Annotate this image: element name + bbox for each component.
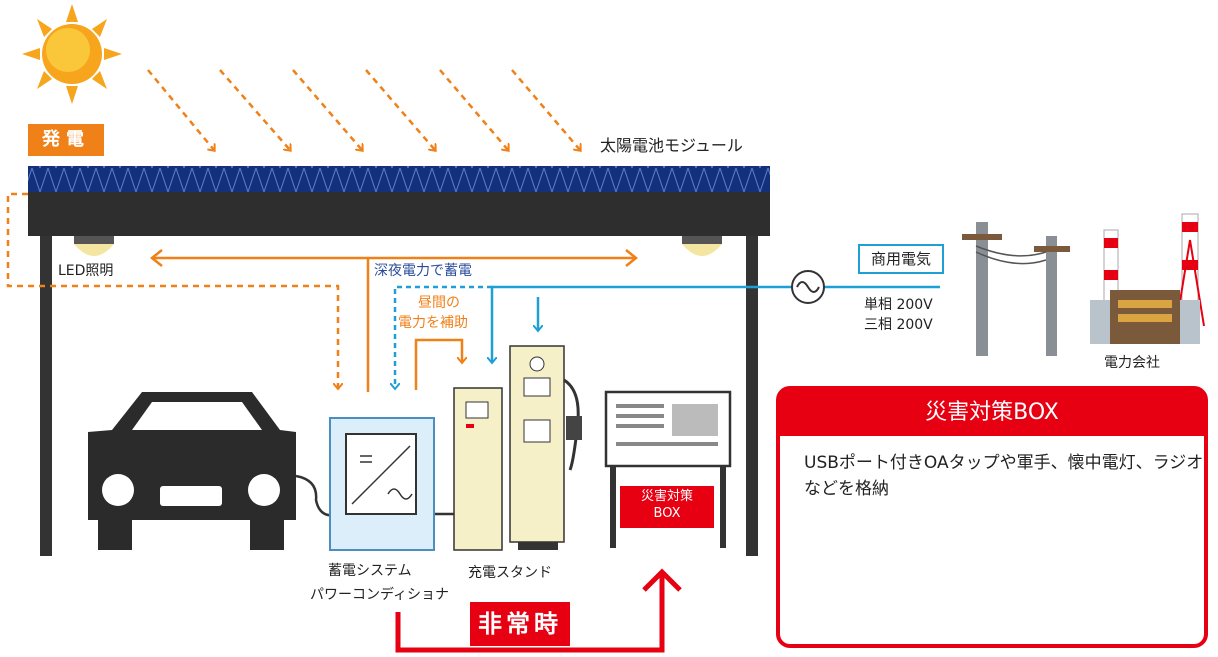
emergency-arrow-head [642, 568, 682, 592]
solar-panel-icon [28, 166, 770, 236]
daytime-supplement-label-1: 昼間の [418, 295, 460, 311]
storage-system-label-2: パワーコンディショナ [310, 587, 450, 603]
led-light-icon [682, 236, 722, 256]
three-phase-label: 三相 200V [864, 317, 933, 333]
power-plant-icon [1090, 213, 1205, 344]
disaster-box-icon [604, 390, 732, 548]
generation-flow-line [6, 192, 338, 388]
disaster-box-sign-line-1: 災害対策 [640, 489, 693, 504]
car-icon [88, 392, 460, 550]
emergency-arrow [395, 575, 665, 653]
power-company-label: 電力会社 [1104, 355, 1160, 371]
disaster-box-sign: 災害対策 BOX [620, 486, 714, 528]
panel-description: USBポート付きOAタップや軍手、懐中電灯、ラジオなどを格納 [804, 453, 1204, 499]
sunlight-arrows [147, 69, 580, 150]
utility-pole-icon [962, 222, 1070, 356]
led-lighting-label: LED照明 [58, 263, 114, 279]
sun-icon [22, 4, 122, 104]
daytime-supplement-label-2: 電力を補助 [398, 315, 468, 331]
canopy-pillar-right [746, 236, 758, 556]
night-storage-label: 深夜電力で蓄電 [374, 263, 472, 279]
night-storage-line [395, 285, 492, 388]
charging-stand-label: 充電スタンド [468, 565, 552, 581]
led-light-icon [74, 236, 114, 256]
emergency-badge: 非常時 [470, 602, 570, 646]
led-power-arrow [149, 249, 639, 267]
ac-source-icon [791, 270, 825, 304]
disaster-box-panel: 災害対策BOX USBポート付きOAタップや軍手、懐中電灯、ラジオなどを格納 [776, 386, 1208, 648]
disaster-box-sign-line-2: BOX [653, 506, 681, 521]
single-phase-label: 単相 200V [864, 297, 933, 313]
panel-title: 災害対策BOX [780, 390, 1204, 436]
power-conditioner-icon [329, 417, 435, 551]
solar-module-label: 太陽電池モジュール [600, 136, 743, 155]
charger-icon [453, 345, 582, 551]
daytime-supplement-arrow [414, 338, 462, 390]
generation-badge: 発電 [28, 124, 104, 156]
commercial-power-label: 商用電気 [858, 244, 944, 274]
canopy-pillar-left [40, 236, 52, 556]
storage-system-label-1: 蓄電システム [328, 563, 412, 579]
